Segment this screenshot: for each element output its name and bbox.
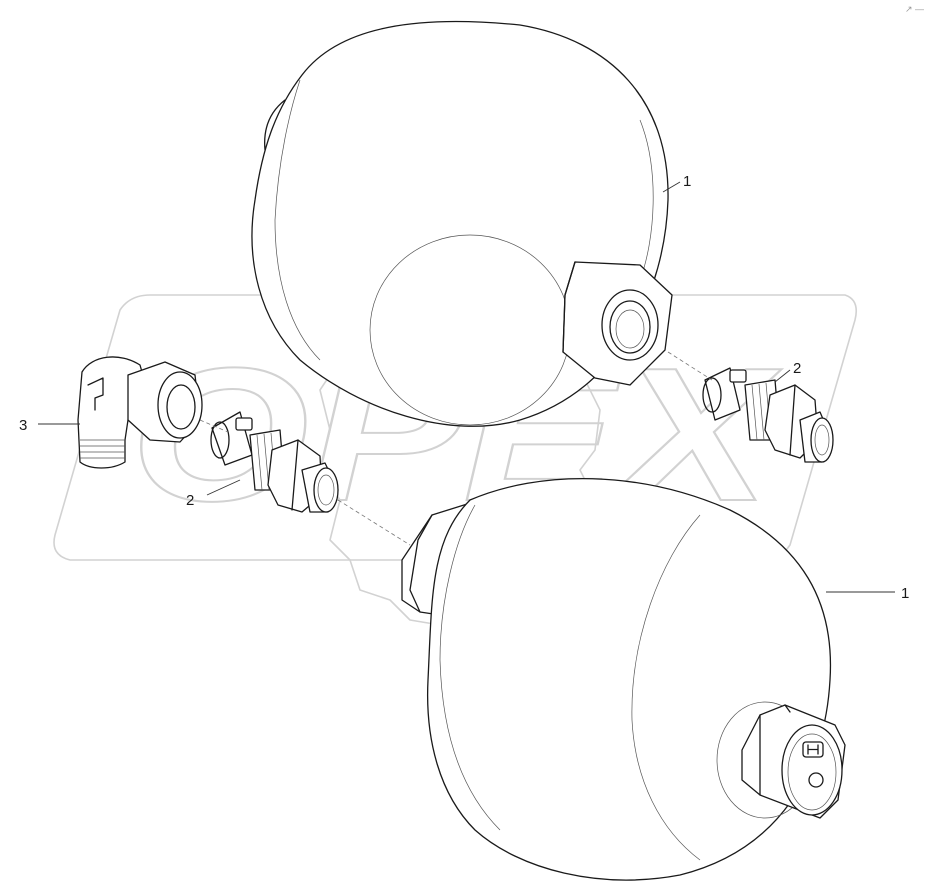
corner-mark: ↗ — — [905, 4, 924, 14]
callout-accumulator-top: 1 — [683, 173, 691, 190]
accumulator-bottom-shell — [426, 477, 832, 881]
callout-elbow: 3 — [19, 417, 27, 434]
fitting-left — [210, 411, 339, 513]
accumulator-bottom-valve — [716, 701, 846, 819]
callout-fitting-right: 2 — [793, 360, 801, 377]
fitting-right — [702, 367, 834, 463]
callout-accumulator-bottom: 1 — [901, 585, 909, 602]
accumulator-bottom — [401, 477, 846, 881]
accumulator-top-hex-port — [562, 261, 673, 386]
assembly-lines — [199, 351, 713, 546]
accumulator-top — [251, 20, 673, 427]
leader-lines — [38, 181, 895, 593]
elbow-fitting — [77, 356, 203, 469]
callout-fitting-left: 2 — [186, 492, 194, 509]
